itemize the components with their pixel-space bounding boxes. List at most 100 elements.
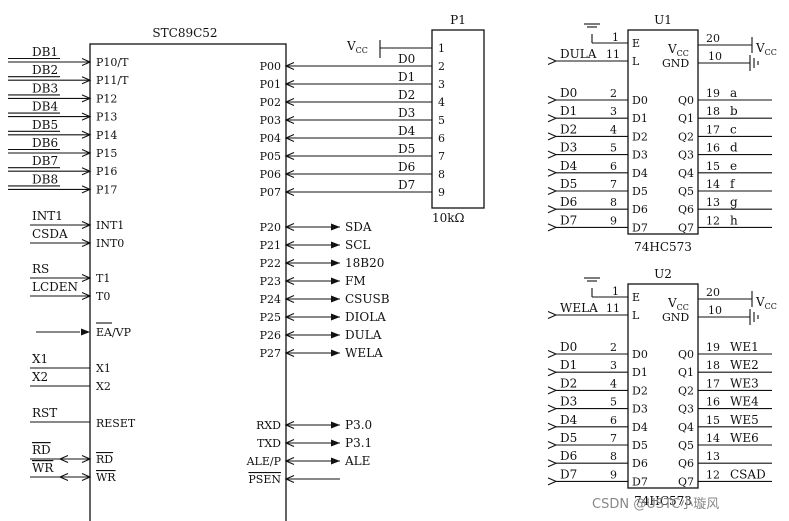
u2-gnd-pin: GND (662, 311, 689, 324)
u2-output-pin: Q2 (678, 384, 694, 397)
u2-input-num: 5 (610, 396, 617, 409)
mcu-p2-pin-label: P22 (260, 257, 281, 270)
mcu-p2-arrow (331, 349, 340, 357)
mcu-title: STC89C52 (152, 26, 217, 40)
u1-output-num: 13 (706, 196, 720, 209)
u2-vcc-pin-main: V (667, 296, 677, 310)
u2-output-net: CSAD (730, 467, 766, 481)
mcu-rdwr-marker-b (81, 472, 92, 482)
mcu-p1-marker (81, 130, 92, 139)
u1-output-num: 17 (706, 123, 720, 136)
u1-output-pin: Q7 (678, 221, 694, 234)
mcu-p1-pin-label: P15 (96, 147, 117, 160)
u2-input-marker (547, 477, 558, 486)
u2-output-net: WE4 (730, 395, 759, 409)
u1-body (627, 29, 699, 235)
mcu-p0-marker (284, 151, 295, 161)
u2-input-pin: D2 (632, 384, 648, 397)
u2-input-num: 8 (610, 450, 617, 463)
mcu-p0-marker (284, 187, 295, 197)
mcu-p1-pin-label: P11/T (96, 74, 129, 87)
mcu-p2-pin-label: P21 (260, 239, 281, 252)
u1-output-net: h (730, 213, 738, 227)
mcu-p1-net-label: DB5 (32, 118, 58, 132)
mcu-p2-arrow (331, 241, 340, 249)
mcu-p2-pin-label: P24 (260, 293, 281, 306)
u1-input-net: D6 (560, 195, 577, 209)
u2-input-num: 6 (610, 414, 617, 427)
mcu-ea-pin-label: EA/VP (96, 326, 132, 339)
mcu-p3-pin-label: ALE/P (246, 455, 282, 468)
mcu-p2-arrow (331, 313, 340, 321)
mcu-p3-marker (284, 438, 295, 448)
p1-title: P1 (450, 13, 466, 27)
u1-input-num: 2 (610, 87, 617, 100)
u1-vcc-net-sub: CC (765, 48, 777, 57)
mcu-p0-pin-label: P05 (260, 150, 281, 163)
u2-output-net: WE5 (730, 413, 759, 427)
mcu-p1-net-label: DB7 (32, 154, 58, 168)
mcu-p0-marker (284, 79, 295, 89)
u2-output-num: 18 (706, 359, 720, 372)
u2-output-pin: Q3 (678, 403, 694, 416)
mcu-p0-net-label: D3 (398, 106, 415, 120)
u1-input-num: 4 (610, 123, 617, 136)
u2-input-marker (547, 368, 558, 377)
mcu-int-marker (81, 238, 92, 248)
p1-pin-number: 7 (438, 150, 445, 163)
mcu-p3-net-label: P3.1 (345, 436, 372, 450)
mcu-int-net-label: INT1 (32, 209, 63, 223)
mcu-p1-marker (81, 112, 92, 121)
u2-gnd-num: 10 (708, 304, 722, 317)
mcu-p1-pin-label: P16 (96, 165, 117, 178)
u2-output-num: 17 (706, 377, 720, 390)
u1-output-num: 15 (706, 160, 720, 173)
u2-title: U2 (654, 267, 672, 281)
mcu-p3-net-label: ALE (344, 454, 370, 468)
u1-vcc-pin: VCC (667, 42, 689, 58)
p1-pin-number: 2 (438, 60, 445, 73)
u1-input-num: 5 (610, 142, 617, 155)
mcu-p3-arrow (331, 421, 340, 429)
mcu-p2-arrow (331, 277, 340, 285)
u1-vcc-num: 20 (706, 32, 720, 45)
u2-output-num: 14 (706, 432, 720, 445)
u2-input-net: D5 (560, 431, 577, 445)
u2-e-num: 1 (612, 285, 619, 298)
u1-output-pin: Q2 (678, 130, 694, 143)
mcu-p3-marker (284, 456, 295, 466)
mcu-p0-marker (284, 169, 295, 179)
u2-input-num: 9 (610, 468, 617, 481)
mcu-p2-marker (284, 294, 295, 304)
mcu-p0-pin-label: P06 (260, 168, 281, 181)
u2-output-net: WE1 (730, 340, 759, 354)
u1-input-marker (547, 95, 558, 105)
mcu-timer-net-label: RS (32, 262, 49, 276)
u1-input-num: 3 (610, 105, 617, 118)
u2-input-net: D0 (560, 340, 577, 354)
mcu-p0-pin-label: P04 (260, 132, 281, 145)
mcu-p2-pin-label: P27 (260, 347, 281, 360)
u1-input-net: D3 (560, 141, 577, 155)
mcu-p0-net-label: D6 (398, 160, 415, 174)
u2-input-pin: D6 (632, 457, 648, 470)
u1-input-marker (547, 223, 558, 232)
p1-pin-number: 6 (438, 132, 445, 145)
mcu-p0-net-label: D0 (398, 52, 415, 66)
u2-vcc-net: VCC (755, 295, 777, 311)
mcu-p2-pin-label: P26 (260, 329, 281, 342)
u1-input-pin: D0 (632, 94, 648, 107)
mcu-p3-pin-label: PSEN (248, 473, 281, 486)
mcu-timer-marker (81, 273, 92, 283)
u2-output-num: 15 (706, 414, 720, 427)
u1-l-num: 11 (606, 48, 620, 61)
mcu-p2-marker (284, 330, 295, 340)
u1-gnd-pin: GND (662, 57, 689, 70)
u1-input-pin: D2 (632, 130, 648, 143)
u2-output-net: WE6 (730, 431, 759, 445)
u1-e-num: 1 (612, 31, 619, 44)
u2-input-marker (547, 440, 558, 450)
u1-input-num: 9 (610, 214, 617, 227)
mcu-p0-pin-label: P01 (260, 78, 281, 91)
u1-gnd-num: 10 (708, 50, 722, 63)
